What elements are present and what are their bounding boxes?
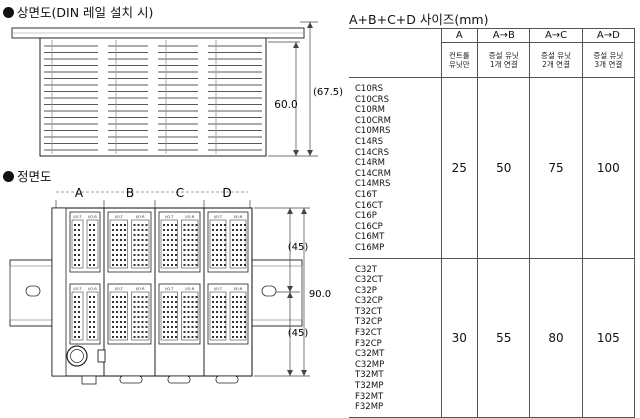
model-name: F32CT (355, 328, 382, 339)
model-name: C14CRM (355, 168, 391, 179)
size-value: 105 (581, 257, 636, 418)
model-name: C10CRS (355, 94, 389, 105)
segment-label-a: A (75, 186, 84, 200)
top-view-heading: 상면도(DIN 레일 설치 시) (3, 2, 153, 21)
size-value: 75 (529, 77, 583, 259)
size-value: 80 (529, 257, 583, 418)
model-name: C32CT (355, 275, 383, 286)
front-view-title: 정면도 (17, 169, 52, 184)
model-name: T32MP (355, 381, 384, 392)
svg-text:I/O-T: I/O-T (73, 215, 82, 219)
svg-text:I/O-R: I/O-R (234, 287, 243, 291)
svg-text:I/O-R: I/O-R (88, 287, 97, 291)
size-table-title: A+B+C+D 사이즈(mm) (349, 12, 489, 27)
model-name: C10RM (355, 105, 385, 116)
front-view-drawing: A B C D I/O-T I/O-R I/O-T I/O-R I/O-T I/O-R I/… (9, 186, 331, 385)
model-name: C32P (355, 285, 377, 296)
model-name: C16MP (355, 242, 385, 253)
model-name: C14RS (355, 136, 384, 147)
svg-text:I/O-R: I/O-R (185, 287, 194, 291)
svg-text:I/O-R: I/O-R (136, 287, 145, 291)
table-corner-cell (349, 28, 442, 78)
top-view-drawing: 60.0 (67.5) (11, 21, 343, 157)
front-dim-upper: (45) (288, 242, 309, 253)
model-name: C16T (355, 189, 377, 200)
segment-label-c: C (176, 186, 184, 200)
model-name: C10MRS (355, 126, 391, 137)
model-name: F32MT (355, 391, 384, 402)
svg-text:I/O-T: I/O-T (73, 287, 82, 291)
svg-text:I/O-R: I/O-R (185, 215, 194, 219)
svg-text:I/O-R: I/O-R (234, 215, 243, 219)
model-name: C14RM (355, 158, 385, 169)
model-name: F32CP (355, 338, 382, 349)
size-value: 25 (440, 77, 479, 259)
front-dim-total: 90.0 (309, 289, 331, 300)
svg-text:I/O-R: I/O-R (136, 215, 145, 219)
model-name: C16CP (355, 221, 383, 232)
model-name: C16P (355, 211, 377, 222)
model-name: C14CRS (355, 147, 389, 158)
model-name: T32CP (355, 317, 383, 328)
size-value: 50 (477, 77, 531, 259)
front-view-heading: 정면도 (3, 166, 52, 185)
column-head-ad: A→D (581, 28, 636, 43)
model-name: T32CT (355, 306, 383, 317)
model-name: C14MRS (355, 179, 391, 190)
model-name: C16MT (355, 232, 385, 243)
column-head-ab: A→B (477, 28, 531, 43)
svg-text:I/O-T: I/O-T (165, 215, 174, 219)
segment-label-b: B (126, 186, 134, 200)
size-value: 55 (477, 257, 531, 418)
model-name: C32MT (355, 349, 385, 360)
segment-label-d: D (222, 186, 231, 200)
size-value: 30 (440, 257, 479, 418)
model-name: C32CP (355, 296, 383, 307)
svg-text:I/O-T: I/O-T (115, 287, 124, 291)
model-name: C10CRM (355, 115, 391, 126)
column-head-a: A (440, 28, 479, 43)
model-name: C32T (355, 264, 377, 275)
svg-text:I/O-R: I/O-R (88, 215, 97, 219)
svg-text:I/O-T: I/O-T (115, 215, 124, 219)
model-name: T32MT (355, 370, 384, 381)
bullet-icon (3, 7, 14, 18)
bullet-icon (3, 171, 14, 182)
model-name: C10RS (355, 84, 384, 94)
size-value: 100 (581, 77, 636, 259)
top-dim-outer: (67.5) (313, 87, 343, 98)
svg-text:I/O-T: I/O-T (165, 287, 174, 291)
top-dim-inner: 60.0 (274, 99, 297, 111)
model-name: C16CT (355, 200, 383, 211)
top-view-title: 상면도(DIN 레일 설치 시) (17, 5, 154, 20)
svg-text:I/O-T: I/O-T (214, 287, 223, 291)
svg-text:I/O-T: I/O-T (214, 215, 223, 219)
column-head-ac: A→C (529, 28, 583, 43)
model-name: F32MP (355, 402, 384, 413)
model-name: C32MP (355, 359, 385, 370)
front-dim-lower: (45) (288, 328, 309, 339)
